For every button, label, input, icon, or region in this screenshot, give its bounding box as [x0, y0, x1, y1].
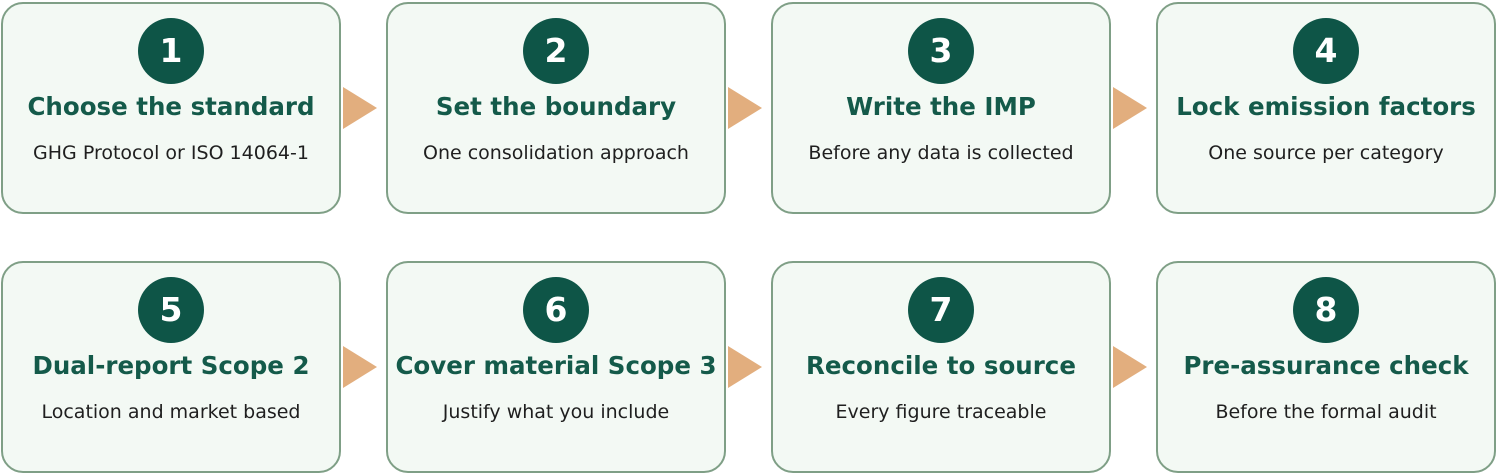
step-title: Cover material Scope 3	[395, 351, 717, 380]
step-number-badge: 3	[908, 18, 974, 84]
step-title: Lock emission factors	[1176, 92, 1476, 121]
step-number-badge: 1	[138, 18, 204, 84]
step-description: Before the formal audit	[1215, 401, 1437, 423]
arrow-right-icon	[343, 87, 377, 129]
step-number-badge: 6	[523, 277, 589, 343]
step-title: Write the IMP	[846, 92, 1036, 121]
step-card-5: 5 Dual-report Scope 2 Location and marke…	[1, 261, 341, 473]
arrow-right-icon	[728, 87, 762, 129]
step-title: Choose the standard	[27, 92, 315, 121]
step-title: Reconcile to source	[806, 351, 1076, 380]
arrow-right-icon	[343, 346, 377, 388]
step-number-badge: 5	[138, 277, 204, 343]
step-description: GHG Protocol or ISO 14064-1	[33, 142, 309, 164]
step-title: Set the boundary	[435, 92, 677, 121]
step-description: Location and market based	[41, 401, 301, 423]
step-card-7: 7 Reconcile to source Every figure trace…	[771, 261, 1111, 473]
step-card-6: 6 Cover material Scope 3 Justify what yo…	[386, 261, 726, 473]
step-number-badge: 4	[1293, 18, 1359, 84]
step-description: One source per category	[1208, 142, 1444, 164]
step-description: Every figure traceable	[835, 401, 1047, 423]
step-number-badge: 2	[523, 18, 589, 84]
step-card-8: 8 Pre-assurance check Before the formal …	[1156, 261, 1496, 473]
step-card-1: 1 Choose the standard GHG Protocol or IS…	[1, 2, 341, 214]
step-description: One consolidation approach	[423, 142, 689, 164]
step-card-3: 3 Write the IMP Before any data is colle…	[771, 2, 1111, 214]
arrow-right-icon	[1113, 87, 1147, 129]
step-card-2: 2 Set the boundary One consolidation app…	[386, 2, 726, 214]
step-number-badge: 8	[1293, 277, 1359, 343]
arrow-right-icon	[728, 346, 762, 388]
step-description: Justify what you include	[442, 401, 670, 423]
step-number-badge: 7	[908, 277, 974, 343]
step-card-4: 4 Lock emission factors One source per c…	[1156, 2, 1496, 214]
arrow-right-icon	[1113, 346, 1147, 388]
step-description: Before any data is collected	[808, 142, 1074, 164]
step-title: Pre-assurance check	[1183, 351, 1469, 380]
step-title: Dual-report Scope 2	[32, 351, 310, 380]
